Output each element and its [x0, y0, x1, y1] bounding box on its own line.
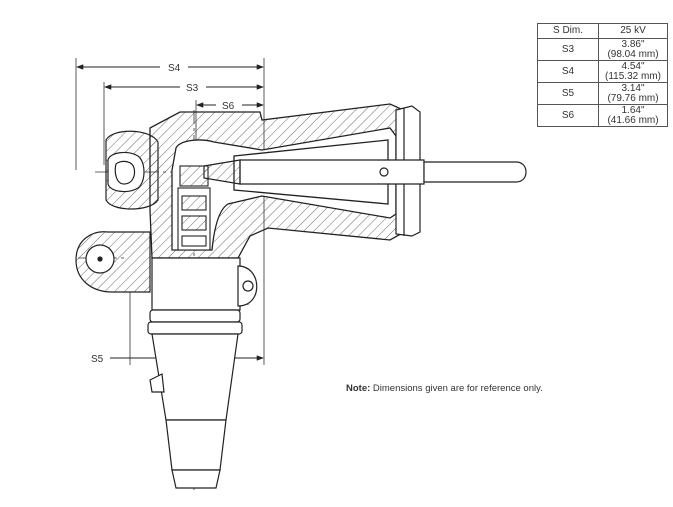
- row-dim: S4: [537, 60, 599, 83]
- row-inch: 4.54": [621, 60, 645, 72]
- row-inch: 3.86": [621, 38, 645, 50]
- test-point: [242, 280, 254, 292]
- dim-s3-label: S3: [186, 83, 199, 94]
- row-mm: (79.76 mm): [607, 92, 659, 104]
- dim-s5-label: S5: [91, 354, 104, 365]
- dimension-table: S Dim. 25 kV S3 3.86"(98.04 mm) S4 4.54"…: [537, 23, 668, 127]
- lower-housing: [151, 257, 258, 311]
- probe: [203, 159, 527, 185]
- table-row: S5 3.14"(79.76 mm): [537, 82, 668, 105]
- row-mm: (115.32 mm): [605, 70, 661, 82]
- dim-s6-label: S6: [222, 101, 235, 112]
- row-dim: S3: [537, 38, 599, 61]
- row-mm: (98.04 mm): [607, 48, 659, 60]
- operating-eye: [105, 130, 159, 210]
- table-row: S3 3.86"(98.04 mm): [537, 38, 668, 61]
- row-dim: S5: [537, 82, 599, 105]
- row-inch: 1.64": [621, 104, 645, 116]
- table-header-row: S Dim. 25 kV: [537, 23, 668, 39]
- contact-assembly: [177, 165, 211, 251]
- reference-note: Note: Dimensions given are for reference…: [346, 383, 543, 394]
- row-inch: 3.14": [621, 82, 645, 94]
- probe-hole: [379, 167, 389, 177]
- dimension-label-masks: [160, 60, 242, 112]
- row-value: 3.86"(98.04 mm): [598, 38, 668, 61]
- pulling-eye: [75, 231, 151, 293]
- note-text: Dimensions given are for reference only.: [370, 383, 543, 394]
- table-row: S4 4.54"(115.32 mm): [537, 60, 668, 83]
- row-value: 3.14"(79.76 mm): [598, 82, 668, 105]
- cable-adapter: [147, 309, 243, 489]
- dim-s4-label: S4: [168, 63, 181, 74]
- row-dim: S6: [537, 104, 599, 127]
- table-row: S6 1.64"(41.66 mm): [537, 104, 668, 127]
- table-header-voltage: 25 kV: [598, 23, 668, 39]
- row-mm: (41.66 mm): [607, 114, 659, 126]
- note-label: Note:: [346, 383, 371, 394]
- table-header-dim: S Dim.: [537, 23, 599, 39]
- row-value: 1.64"(41.66 mm): [598, 104, 668, 127]
- row-value: 4.54"(115.32 mm): [598, 60, 668, 83]
